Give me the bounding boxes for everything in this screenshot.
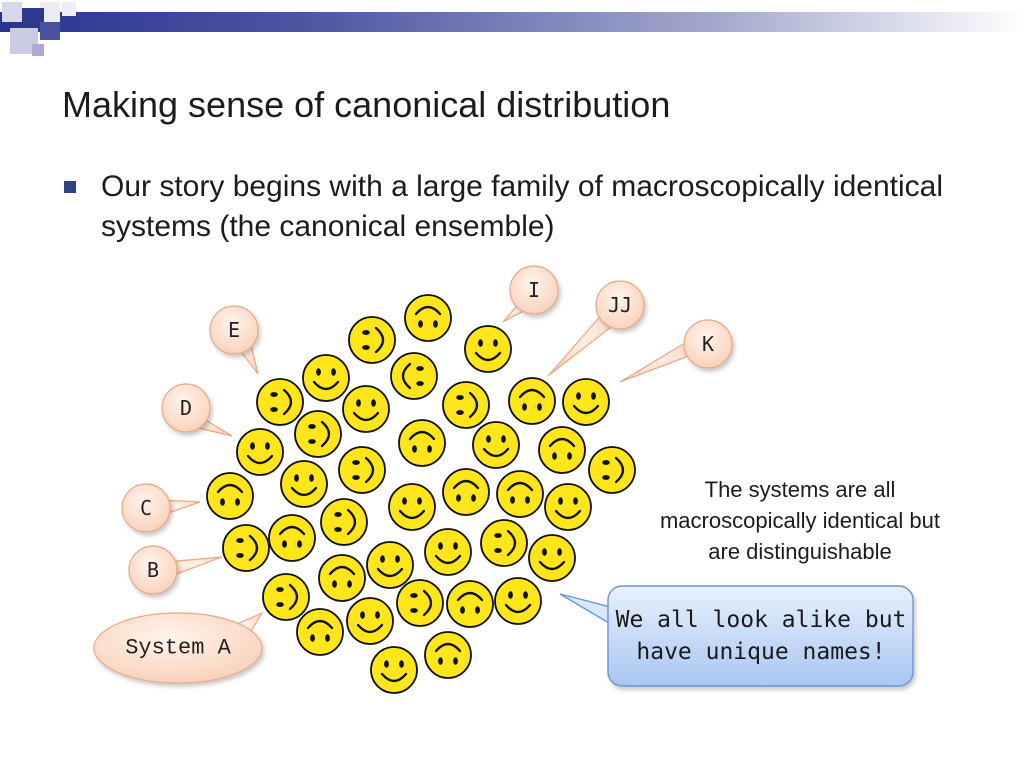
smiley-face-icon (404, 294, 452, 342)
smiley-face-icon (348, 316, 396, 364)
speech-bubble (559, 585, 914, 687)
label-jj: JJ (607, 293, 633, 317)
smiley-face-icon (366, 541, 414, 589)
smiley-face-icon (346, 597, 394, 645)
bullet-text: Our story begins with a large family of … (101, 170, 944, 243)
smiley-face-icon (280, 460, 328, 508)
decorative-square (22, 8, 44, 28)
smiley-face-icon (562, 378, 610, 426)
callout-i (502, 265, 559, 323)
smiley-face-icon (268, 514, 316, 562)
smiley-face-icon (464, 325, 512, 373)
smiley-face-icon (396, 579, 444, 627)
label-e: E (227, 318, 241, 342)
decorative-square (40, 2, 60, 22)
callout-c (121, 483, 201, 533)
speech-bubble-text: We all look alike but have unique names! (615, 607, 907, 665)
smiley-face-icon (588, 446, 636, 494)
callout-system-a (93, 611, 264, 684)
label-i: I (527, 278, 541, 302)
smiley-face-icon (480, 519, 528, 567)
smiley-face-icon (262, 573, 310, 621)
label-system-a: System A (125, 635, 231, 661)
smiley-face-icon (494, 577, 542, 625)
smiley-face-cluster (206, 294, 636, 694)
slide-title: Making sense of canonical distribution (62, 84, 671, 125)
callout-jj (547, 280, 645, 377)
smiley-face-icon (544, 483, 592, 531)
decorative-square (2, 2, 22, 22)
smiley-face-icon (320, 498, 368, 546)
smiley-face-icon (442, 381, 490, 429)
square-bullet-icon (64, 181, 76, 193)
smiley-face-icon (338, 446, 386, 494)
smiley-face-icon (424, 528, 472, 576)
smiley-face-icon (508, 377, 556, 425)
smiley-face-icon (442, 468, 490, 516)
smiley-face-icon (342, 385, 390, 433)
label-c: C (139, 496, 153, 520)
smiley-face-icon (256, 378, 304, 426)
smiley-face-icon (496, 470, 544, 518)
decorative-square (62, 2, 76, 16)
smiley-face-icon (398, 419, 446, 467)
smiley-face-icon (424, 631, 472, 679)
label-b: B (146, 558, 160, 582)
callout-d (161, 383, 233, 437)
smiley-face-icon (446, 580, 494, 628)
header-bar (0, 12, 1024, 32)
smiley-face-icon (222, 524, 270, 572)
smiley-face-icon (370, 646, 418, 694)
smiley-face-icon (318, 554, 366, 602)
label-d: D (179, 396, 193, 420)
smiley-face-icon (472, 421, 520, 469)
callout-e (209, 305, 259, 375)
smiley-face-icon (294, 410, 342, 458)
smiley-face-icon (528, 534, 576, 582)
smiley-face-icon (388, 483, 436, 531)
label-k: K (701, 332, 715, 356)
decorative-square (40, 22, 60, 40)
smiley-face-icon (390, 352, 438, 400)
side-note: The systems are all macroscopically iden… (659, 477, 941, 564)
decorative-square (32, 44, 44, 56)
smiley-face-icon (538, 426, 586, 474)
smiley-face-icon (236, 428, 284, 476)
callout-b (128, 545, 223, 595)
smiley-face-icon (206, 472, 254, 520)
callout-k (619, 319, 733, 383)
smiley-face-icon (302, 354, 350, 402)
smiley-face-icon (296, 608, 344, 656)
